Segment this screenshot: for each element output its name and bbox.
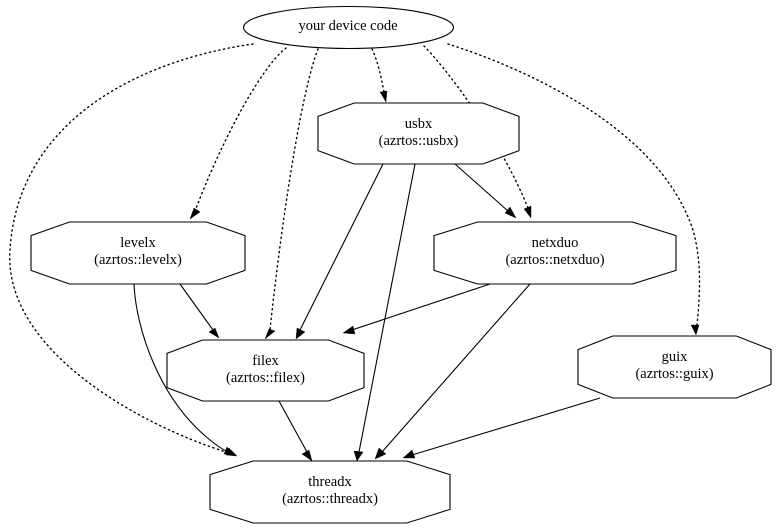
edge-netxduo-to-threadx [381, 283, 531, 453]
edge-guix-to-threadx [411, 397, 601, 456]
edge-usbx-to-threadx [358, 163, 416, 453]
edge-filex-to-threadx [278, 400, 308, 453]
edge-levelx-to-threadx [133, 283, 229, 453]
node-shape-netxduo[interactable] [433, 221, 677, 285]
arrowhead-filex-to-threadx [301, 449, 313, 462]
edge-usbx-to-netxduo [454, 163, 509, 212]
arrowhead-device-to-netxduo [523, 205, 532, 219]
node-shape-usbx[interactable] [317, 102, 520, 165]
nodes-layer [30, 5, 772, 524]
arrowhead-usbx-to-filex [295, 327, 306, 340]
arrowhead-levelx-to-threadx [225, 447, 238, 457]
arrowhead-usbx-to-netxduo [504, 206, 517, 219]
edge-device-to-filex [269, 48, 319, 331]
edge-device-to-levelx [194, 47, 287, 212]
node-shape-guix[interactable] [577, 335, 772, 399]
arrowhead-guix-to-threadx [402, 449, 416, 459]
arrowhead-netxduo-to-filex [342, 325, 356, 335]
arrowhead-levelx-to-filex [208, 327, 220, 339]
node-shape-levelx[interactable] [30, 221, 246, 285]
edges-layer [9, 43, 701, 462]
arrowhead-device-to-filex [264, 328, 276, 340]
edge-device-to-threadx [9, 43, 254, 453]
arrowhead-netxduo-to-threadx [374, 447, 387, 460]
edge-usbx-to-filex [299, 163, 384, 331]
edge-device-to-guix [447, 43, 701, 326]
arrowhead-device-to-usbx [379, 90, 388, 103]
arrowhead-device-to-guix [690, 324, 700, 336]
edge-device-to-usbx [371, 48, 385, 93]
edge-netxduo-to-filex [351, 283, 491, 331]
edge-levelx-to-filex [179, 283, 214, 331]
node-shape-device[interactable] [242, 5, 455, 50]
node-shape-threadx[interactable] [209, 460, 451, 524]
arrowhead-device-to-levelx [189, 207, 201, 220]
arrowhead-usbx-to-threadx [353, 450, 364, 462]
node-shape-filex[interactable] [166, 339, 365, 402]
